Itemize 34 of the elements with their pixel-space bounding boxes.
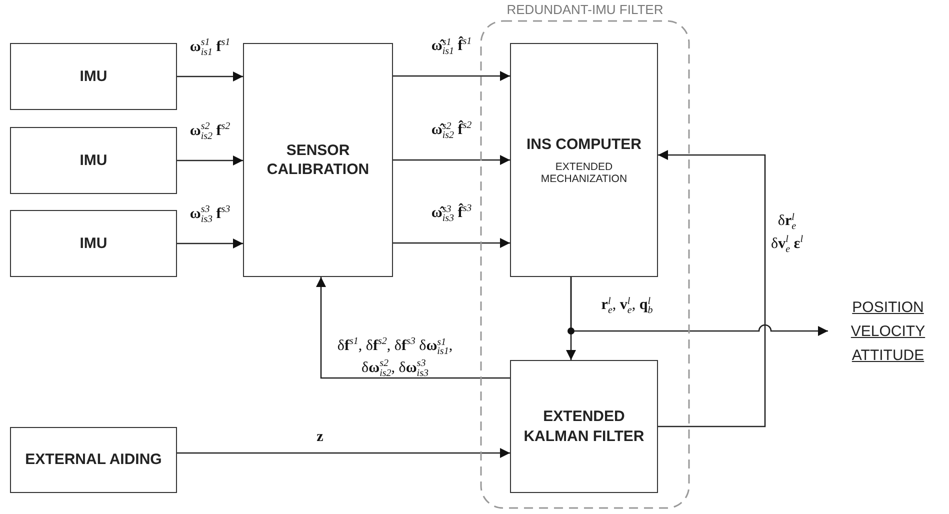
box-title: SENSOR CALIBRATION [266, 140, 370, 180]
edge-label: ω̂$^{s1}$$_{is1}$ f̂$^{s1}$ [430, 36, 473, 58]
edge-label: ω$^{s1}$$_{is1}$ f$^{s1}$ [188, 36, 232, 59]
arrow [177, 238, 243, 248]
process-box [243, 43, 393, 277]
process-box [510, 360, 658, 493]
arrow [316, 277, 510, 379]
box-title: INS COMPUTER [526, 135, 642, 155]
box-title: EXTERNAL AIDING [25, 450, 162, 470]
process-box [10, 43, 177, 110]
process-box [10, 427, 177, 493]
arrow [393, 155, 510, 165]
process-box [10, 210, 177, 277]
process-box [10, 127, 177, 194]
edge-label: ω̂$^{s3}$$_{is3}$ f̂$^{s3}$ [430, 203, 473, 226]
group-title: REDUNDANT-IMU FILTER [506, 2, 664, 17]
box-title: IMU [80, 234, 108, 254]
arrow [177, 156, 243, 166]
arrow [177, 448, 510, 458]
box-subtitle: EXTENDED MECHANIZATION [540, 160, 628, 185]
arrow [177, 72, 243, 82]
box-title: EXTENDED KALMAN FILTER [522, 407, 646, 446]
arrow [393, 238, 510, 248]
edge-label: z [316, 428, 324, 447]
edge-label: ω$^{s2}$$_{is2}$ f$^{s2}$ [188, 120, 232, 143]
edge-label: ω̂$^{s2}$$_{is2}$ f̂$^{s2}$ [430, 120, 473, 142]
arrow [570, 277, 828, 336]
output-label: POSITION VELOCITY ATTITUDE [850, 298, 926, 366]
arrow [658, 150, 766, 428]
box-title: IMU [80, 150, 108, 170]
process-box [510, 43, 658, 277]
edge-label: ω$^{s3}$$_{is3}$ f$^{s3}$ [188, 204, 232, 226]
box-title: IMU [80, 66, 108, 86]
arrow [393, 71, 510, 81]
